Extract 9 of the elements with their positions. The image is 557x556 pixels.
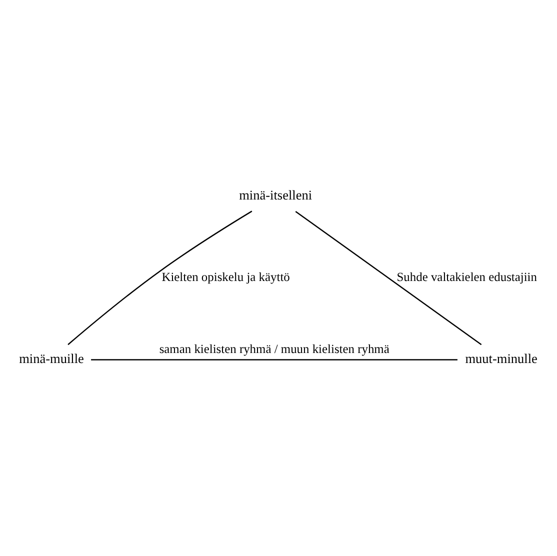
node-text: minä-muille [19,350,84,366]
edge-label: saman kielisten ryhmä / muun kielisten ryhmä [159,342,390,356]
connector [68,210,252,346]
edge-label: Kielten opiskelu ja käyttö [162,270,290,284]
node-text: muut-minulle [465,350,538,366]
edge-label: Suhde valtakielen edustajiin [396,270,537,284]
node-text: minä-itselleni [239,187,312,202]
connector [91,359,458,360]
connector [295,210,482,346]
